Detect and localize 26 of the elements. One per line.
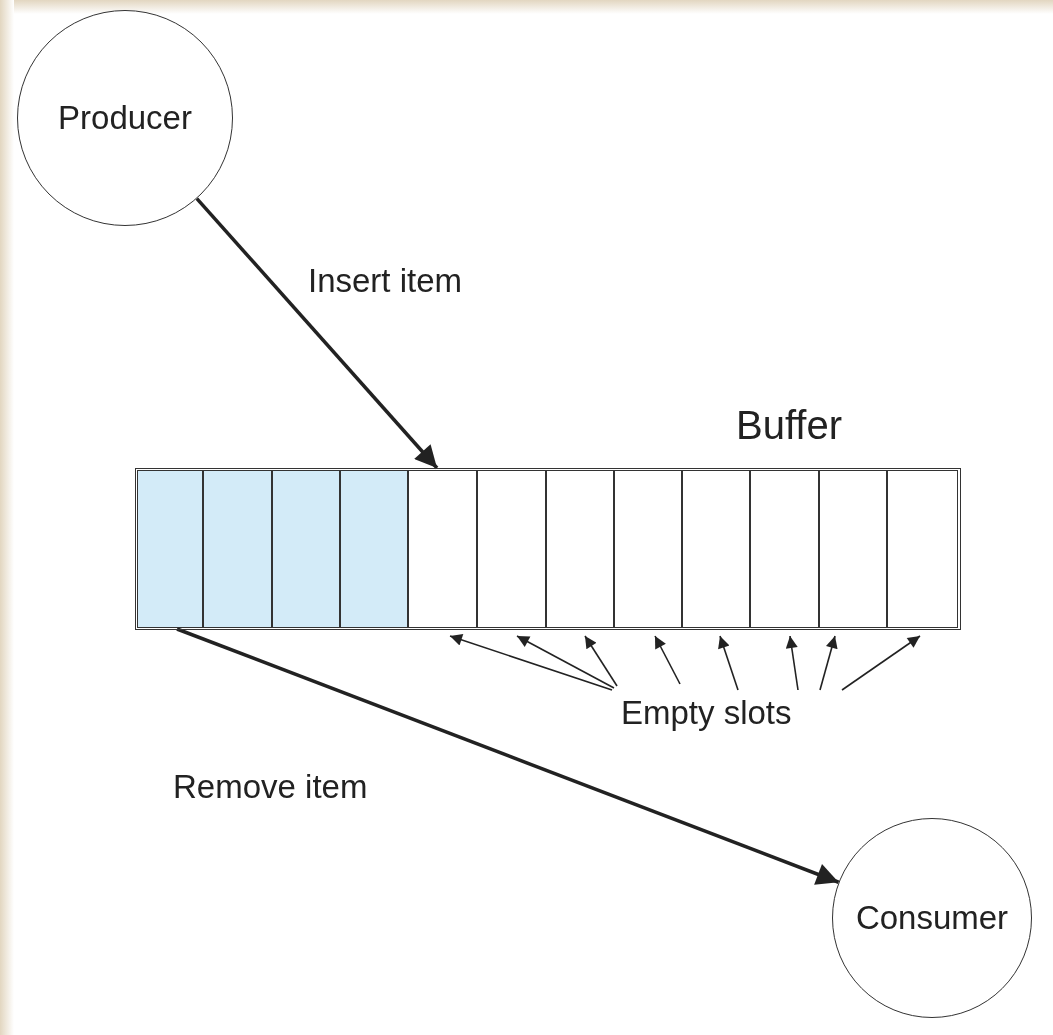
empty-slot-box <box>477 470 546 628</box>
leader-arrow <box>785 635 799 691</box>
leader-arrow <box>584 635 618 687</box>
empty-slot-box <box>750 470 819 628</box>
node-label: Producer <box>58 99 192 137</box>
leader-arrow <box>449 634 613 691</box>
callout-text: Empty slots <box>621 694 792 732</box>
arrow <box>176 627 840 885</box>
leader-arrow <box>654 635 681 685</box>
filled-slot-box <box>340 470 408 628</box>
leader-arrow <box>819 635 838 691</box>
leader-arrow <box>841 635 921 691</box>
filled-slot-box <box>203 470 272 628</box>
leader-arrow <box>718 635 739 691</box>
filled-slot-box <box>272 470 340 628</box>
empty-slot-box <box>819 470 887 628</box>
empty-slot-box <box>887 470 958 628</box>
filled-slot-box <box>137 470 203 628</box>
empty-slot-box <box>546 470 614 628</box>
empty-slot-box <box>408 470 477 628</box>
buffer-heading: Buffer <box>736 403 842 448</box>
node-label: Consumer <box>855 899 1009 937</box>
empty-slot-box <box>682 470 750 628</box>
empty-slot-box <box>614 470 682 628</box>
arrow <box>195 197 439 470</box>
leader-arrow <box>516 635 615 689</box>
